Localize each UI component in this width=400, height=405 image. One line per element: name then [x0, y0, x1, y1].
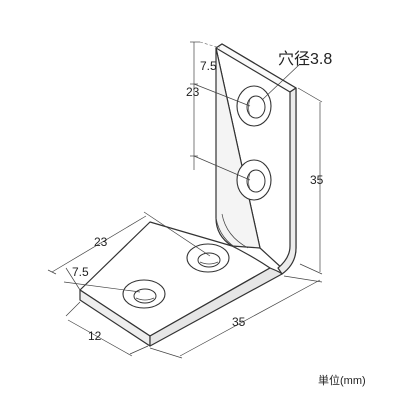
dim-horizontal-hole-edge: 7.5: [72, 265, 89, 279]
dimension-lines: [47, 41, 323, 359]
hole-diameter-label: 穴径3.8: [278, 50, 332, 68]
dim-horizontal-hole-spacing: 23: [94, 235, 108, 249]
dim-vertical-height: 35: [310, 173, 324, 187]
dim-width: 12: [88, 329, 102, 343]
horizontal-hole-right: [186, 243, 230, 273]
horizontal-hole-left: [122, 279, 166, 309]
unit-label: 単位(mm): [318, 373, 366, 387]
dimension-labels: 穴径3.8 7.5 23 35 23 7.5 12 35 単位(mm): [72, 50, 366, 387]
bracket-drawing: [79, 43, 297, 347]
dim-vertical-hole-top: 7.5: [200, 59, 217, 73]
vertical-hole-lower: [236, 159, 272, 201]
vertical-hole-upper: [236, 85, 272, 127]
dim-horizontal-length: 35: [232, 315, 246, 329]
dim-vertical-hole-spacing: 23: [186, 85, 200, 99]
